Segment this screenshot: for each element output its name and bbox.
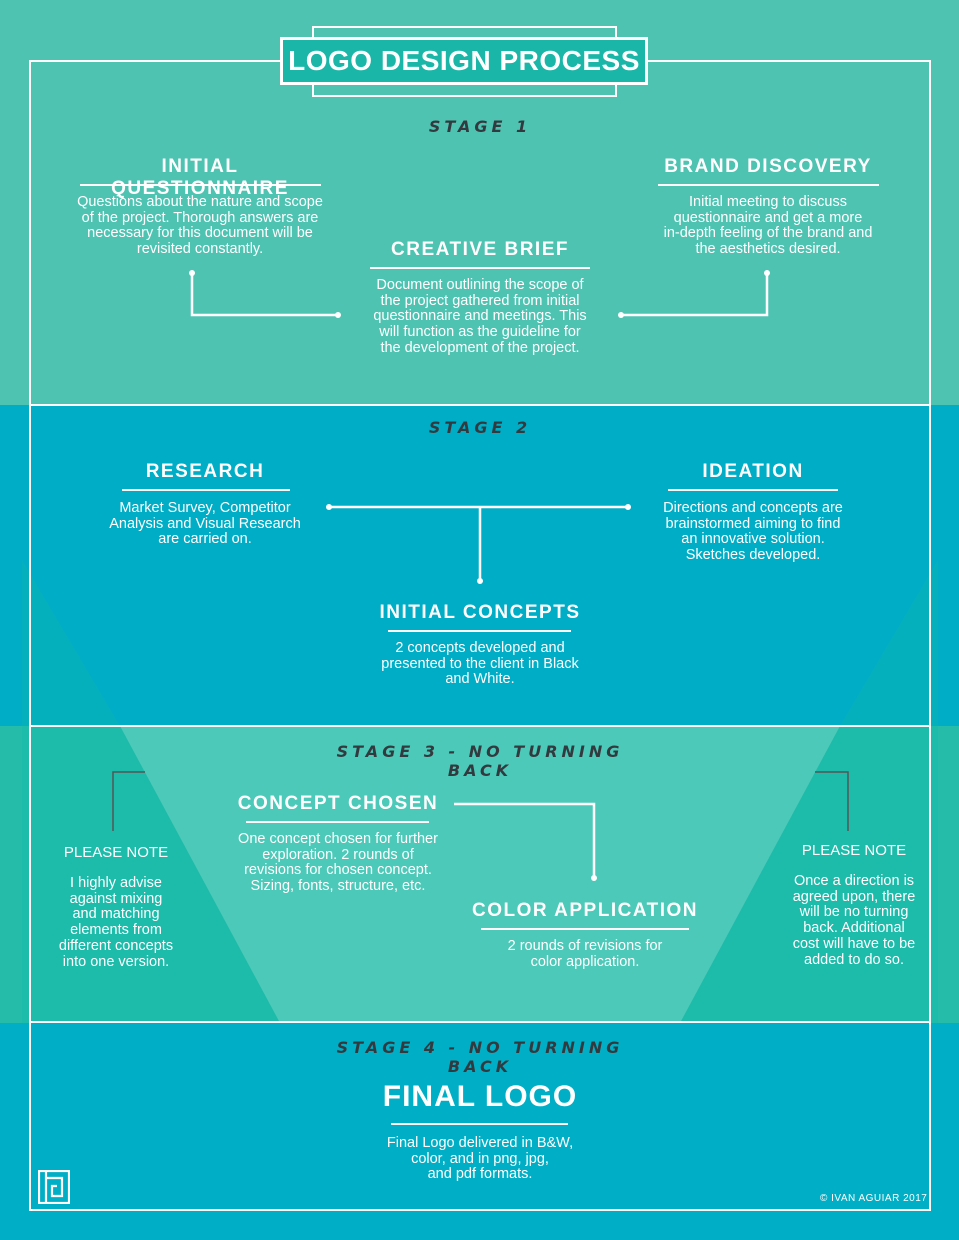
final-logo-rule bbox=[391, 1123, 568, 1125]
text-line: agreed upon, there bbox=[792, 888, 916, 905]
stage-1-label: STAGE 1 bbox=[428, 117, 532, 136]
note-right-text: Once a direction is agreed upon, there w… bbox=[779, 873, 929, 968]
stage-3-band bbox=[0, 726, 959, 1023]
ideation-rule bbox=[668, 489, 838, 491]
ia-monogram-icon bbox=[38, 1170, 70, 1204]
text-line: Sketches developed. bbox=[685, 547, 821, 564]
text-line: questionnaire and get a more bbox=[673, 209, 863, 226]
text-line: Questions about the nature and scope bbox=[77, 194, 323, 210]
page-title: LOGO DESIGN PROCESS bbox=[288, 45, 640, 76]
creative-brief-text: Document outlining the scope of the proj… bbox=[355, 277, 605, 357]
text-line: Directions and concepts are bbox=[663, 500, 843, 516]
text-line: 2 rounds of revisions for bbox=[507, 938, 663, 954]
research-text: Market Survey, Competitor Analysis and V… bbox=[95, 500, 315, 548]
final-logo-heading: FINAL LOGO bbox=[382, 1080, 578, 1113]
text-line: Sizing, fonts, structure, etc. bbox=[250, 878, 426, 895]
text-line: Once a direction is bbox=[793, 873, 915, 889]
text-line: and pdf formats. bbox=[427, 1166, 533, 1183]
text-line: into one version. bbox=[62, 953, 170, 970]
text-line: elements from bbox=[70, 922, 162, 939]
research-rule bbox=[122, 489, 290, 491]
title-box: LOGO DESIGN PROCESS bbox=[280, 37, 648, 85]
connector-chosen-color bbox=[454, 802, 596, 878]
stage-4-label: STAGE 4 - NO TURNING BACK bbox=[336, 1038, 624, 1076]
text-line: the project gathered from initial bbox=[380, 292, 580, 309]
text-line: and matching bbox=[72, 906, 160, 923]
funnel-shape bbox=[120, 726, 840, 1023]
research-heading: RESEARCH bbox=[145, 461, 265, 482]
brand-discovery-text: Initial meeting to discuss questionnaire… bbox=[640, 194, 896, 258]
text-line: questionnaire and meetings. This bbox=[373, 308, 587, 325]
text-line: and White. bbox=[445, 671, 515, 688]
text-line: Initial meeting to discuss bbox=[689, 194, 847, 210]
text-line: the development of the project. bbox=[380, 339, 580, 356]
connector-discovery bbox=[621, 273, 769, 317]
note-left-bracket bbox=[112, 771, 145, 831]
brand-discovery-heading: BRAND DISCOVERY bbox=[664, 156, 872, 177]
note-right-bracket bbox=[815, 771, 849, 831]
initial-concepts-heading: INITIAL CONCEPTS bbox=[379, 602, 581, 623]
initial-questionnaire-heading: INITIAL QUESTIONNAIRE bbox=[111, 156, 289, 199]
ideation-heading: IDEATION bbox=[702, 461, 804, 482]
text-line: in-depth feeling of the brand and bbox=[663, 225, 873, 242]
text-line: revisions for chosen concept. bbox=[244, 862, 432, 879]
creative-brief-heading: CREATIVE BRIEF bbox=[391, 239, 569, 260]
final-logo-text: Final Logo delivered in B&W, color, and … bbox=[360, 1135, 600, 1183]
creative-brief-rule bbox=[370, 267, 590, 269]
note-left-text: I highly advise against mixing and match… bbox=[46, 875, 186, 970]
text-line: brainstormed aiming to find bbox=[665, 515, 841, 532]
ideation-text: Directions and concepts are brainstormed… bbox=[643, 500, 863, 564]
text-line: 2 concepts developed and bbox=[395, 640, 565, 656]
initial-concepts-rule bbox=[388, 630, 571, 632]
brand-discovery-rule bbox=[658, 184, 879, 186]
initial-questionnaire-text: Questions about the nature and scope of … bbox=[70, 194, 330, 258]
text-line: color, and in png, jpg, bbox=[411, 1150, 549, 1167]
connector-questionnaire bbox=[190, 273, 338, 317]
initial-questionnaire-rule bbox=[80, 184, 321, 186]
initial-concepts-text: 2 concepts developed and presented to th… bbox=[370, 640, 590, 688]
color-application-rule bbox=[481, 928, 689, 930]
text-line: Analysis and Visual Research bbox=[109, 515, 301, 532]
text-line: revisited constantly. bbox=[136, 241, 264, 258]
text-line: an innovative solution. bbox=[681, 531, 825, 548]
text-line: the aesthetics desired. bbox=[695, 241, 841, 258]
note-left-title: PLEASE NOTE bbox=[63, 844, 169, 861]
text-line: added to do so. bbox=[804, 951, 904, 968]
stage-2-label: STAGE 2 bbox=[428, 418, 532, 437]
text-line: against mixing bbox=[69, 890, 163, 907]
text-line: necessary for this document will be bbox=[87, 225, 313, 242]
text-line: different concepts bbox=[58, 937, 174, 954]
text-line: back. Additional bbox=[803, 920, 905, 937]
concept-chosen-heading: CONCEPT CHOSEN bbox=[237, 793, 439, 814]
stage-4-band bbox=[0, 1023, 959, 1240]
text-line: will be no turning bbox=[799, 904, 909, 921]
text-line: are carried on. bbox=[158, 531, 252, 548]
color-application-heading: COLOR APPLICATION bbox=[471, 900, 699, 921]
text-line: color application. bbox=[530, 953, 640, 970]
text-line: Market Survey, Competitor bbox=[119, 500, 291, 516]
text-line: of the project. Thorough answers are bbox=[81, 209, 319, 226]
text-line: presented to the client in Black bbox=[381, 655, 579, 672]
text-line: will function as the guideline for bbox=[379, 324, 581, 341]
outer-frame bbox=[29, 60, 931, 1211]
text-line: I highly advise bbox=[70, 875, 162, 891]
text-line: Final Logo delivered in B&W, bbox=[386, 1135, 574, 1151]
stage-3-label: STAGE 3 - NO TURNING BACK bbox=[336, 742, 624, 780]
text-line: exploration. 2 rounds of bbox=[262, 846, 414, 863]
color-application-text: 2 rounds of revisions for color applicat… bbox=[470, 938, 700, 970]
funnel-side-shade bbox=[22, 560, 938, 1023]
concept-chosen-text: One concept chosen for further explorati… bbox=[218, 831, 458, 895]
text-line: Document outlining the scope of bbox=[376, 277, 584, 293]
credit-text: © IVAN AGUIAR 2017 bbox=[820, 1193, 928, 1204]
note-right-title: PLEASE NOTE bbox=[801, 842, 907, 859]
text-line: cost will have to be bbox=[792, 935, 916, 952]
text-line: One concept chosen for further bbox=[238, 831, 438, 847]
concept-chosen-rule bbox=[246, 821, 429, 823]
